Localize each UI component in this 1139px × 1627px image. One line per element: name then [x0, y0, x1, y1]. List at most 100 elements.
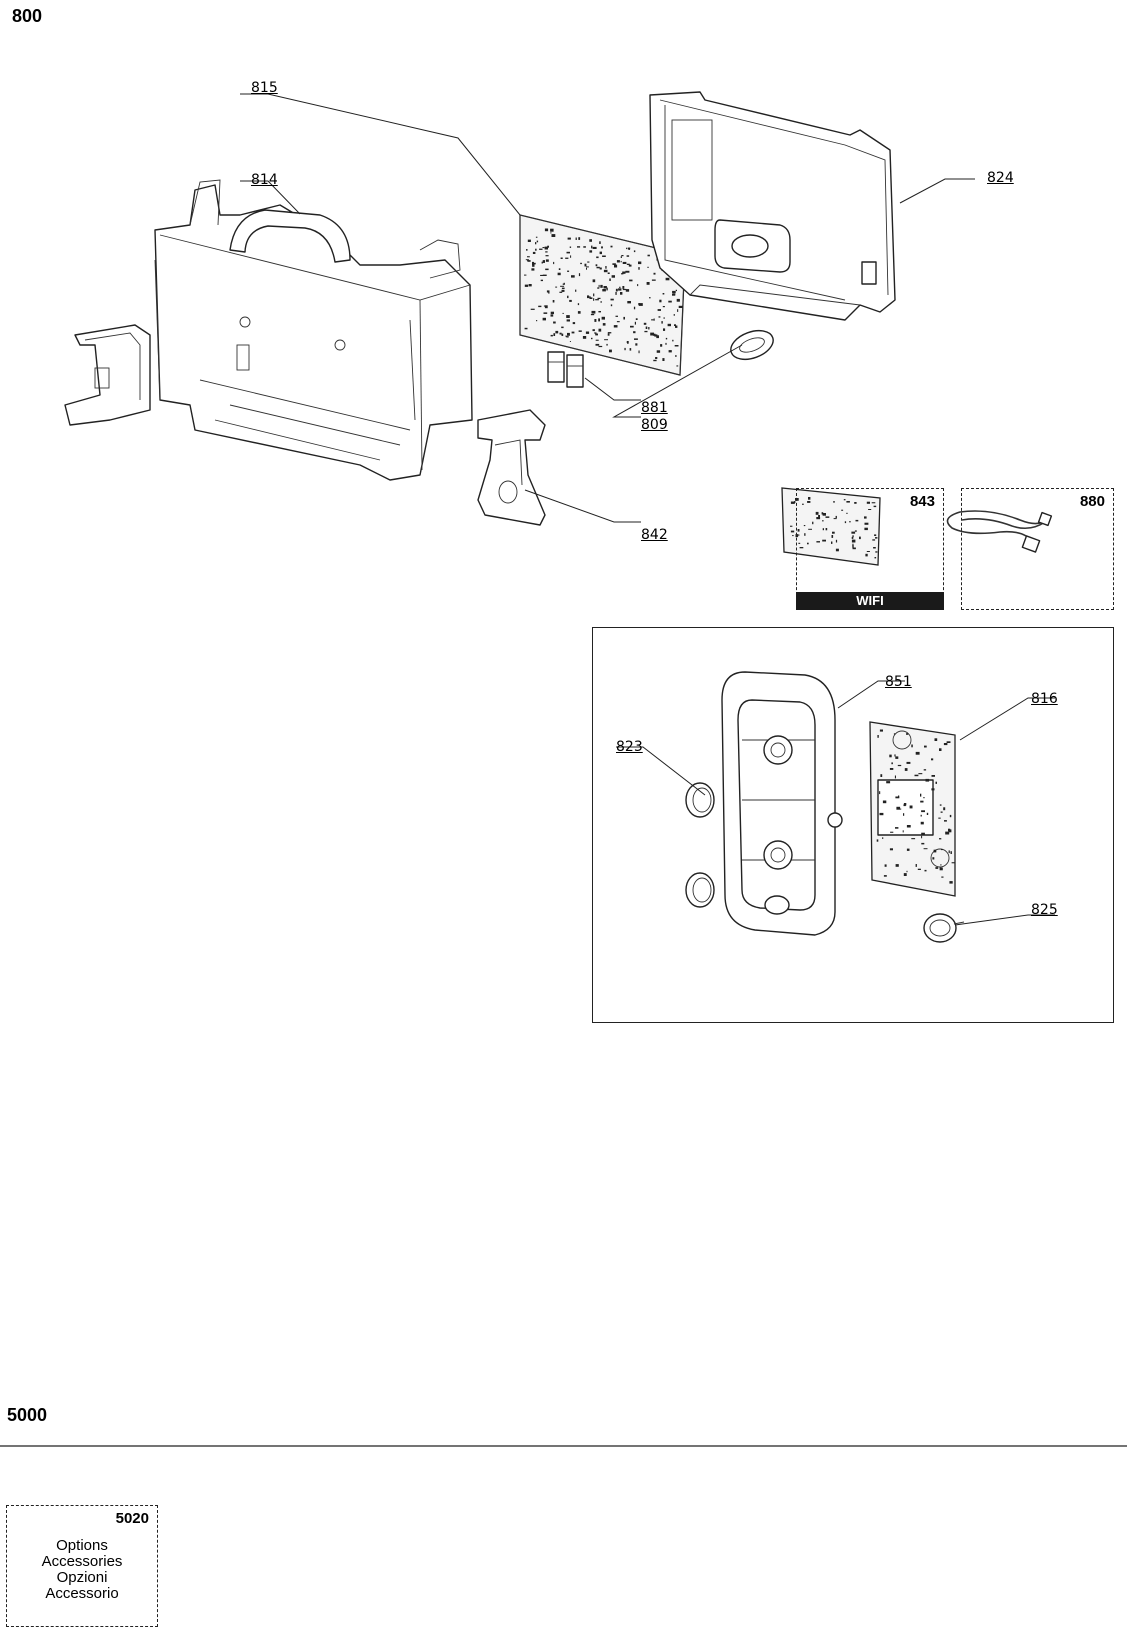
pcb-component	[802, 503, 804, 505]
pcb-component	[648, 327, 650, 330]
pcb-component	[613, 325, 618, 328]
pcb-component	[931, 788, 935, 791]
pcb-component	[566, 251, 570, 254]
callout-881: 881	[641, 400, 668, 416]
pcb-component	[903, 873, 907, 876]
pcb-component	[906, 870, 908, 873]
pcb-component	[591, 337, 593, 340]
pcb-component	[589, 296, 591, 298]
pcb-component	[565, 257, 569, 259]
pcb-component	[649, 297, 651, 299]
pcb-component	[601, 316, 605, 320]
pcb-component	[634, 321, 636, 325]
pcb-component	[619, 286, 621, 288]
pcb-component	[595, 333, 598, 336]
pcb-component	[663, 328, 666, 331]
pcb-component	[536, 240, 539, 243]
pcb-component	[587, 261, 590, 263]
pcb-component	[571, 275, 575, 278]
pcb-component	[920, 800, 924, 803]
pcb-component	[949, 814, 952, 818]
pcb-component	[854, 502, 857, 504]
pcb-component	[852, 535, 854, 538]
pcb-component	[575, 289, 577, 292]
pcb-component	[543, 312, 548, 314]
pcb-component	[903, 803, 907, 806]
pcb-component	[900, 808, 902, 810]
pcb-component	[550, 228, 554, 232]
pcb-component	[644, 330, 648, 333]
pcb-component	[590, 314, 595, 316]
pcb-component	[577, 246, 581, 248]
pcb-component	[637, 284, 639, 287]
pcb-component	[893, 733, 896, 735]
pcb-component	[531, 268, 535, 271]
pcb-component	[864, 522, 869, 525]
pcb-component	[592, 329, 595, 332]
pcb-component	[906, 825, 911, 828]
pcb-component	[921, 842, 925, 845]
pcb-component	[591, 245, 593, 249]
pcb-component	[540, 279, 543, 282]
pcb-component	[822, 539, 826, 542]
part-842-bracket	[477, 409, 546, 526]
pcb-component	[851, 539, 856, 543]
pcb-component	[601, 246, 603, 249]
pcb-component	[602, 255, 606, 257]
pcb-component	[662, 358, 665, 361]
pcb-component	[558, 268, 561, 270]
pcb-component	[560, 285, 565, 287]
pcb-component	[626, 263, 630, 265]
pcb-component	[935, 781, 937, 784]
pcb-component	[577, 311, 581, 314]
pcb-component	[844, 521, 847, 524]
pcb-component	[851, 531, 856, 534]
pcb-component	[879, 791, 881, 795]
pcb-component	[544, 246, 548, 250]
pcb-component	[555, 286, 558, 288]
pcb-component	[882, 800, 887, 804]
pcb-component	[553, 321, 556, 324]
pcb-component	[855, 519, 859, 522]
pcb-component	[606, 343, 608, 346]
pcb-component	[567, 332, 570, 336]
pcb-component	[835, 548, 839, 552]
pcb-component	[675, 325, 678, 328]
pcb-component	[578, 330, 582, 332]
pcb-component	[875, 551, 878, 553]
pcb-component	[545, 255, 549, 257]
callout-825: 825	[1031, 902, 1058, 918]
pcb-component	[567, 295, 569, 299]
pcb-component	[527, 259, 529, 262]
pcb-component	[933, 849, 937, 853]
part-824-cover	[649, 91, 896, 321]
pcb-component	[872, 539, 876, 541]
pcb-component	[609, 349, 612, 353]
pcb-component	[868, 509, 872, 510]
pcb-component	[825, 516, 830, 518]
pcb-component	[650, 332, 654, 336]
pcb-component	[651, 319, 654, 321]
pcb-component	[596, 266, 600, 269]
pcb-component	[524, 327, 528, 330]
pcb-component	[665, 337, 668, 340]
pcb-component	[895, 827, 899, 829]
pcb-component	[614, 264, 618, 268]
pcb-component	[598, 284, 600, 288]
pcb-component	[524, 284, 529, 287]
pcb-component	[865, 553, 868, 557]
part-823-buttons	[685, 782, 715, 908]
pcb-component	[577, 303, 580, 306]
pcb-component	[654, 334, 658, 337]
part-825-knob	[923, 913, 965, 943]
pcb-component	[676, 365, 679, 367]
pcb-component	[822, 520, 824, 522]
pcb-component	[660, 344, 663, 347]
pcb-component	[542, 317, 546, 321]
pcb-component	[678, 305, 683, 308]
pcb-component	[620, 256, 622, 258]
pcb-component	[948, 828, 951, 832]
pcb-component	[582, 336, 587, 339]
pcb-component	[563, 282, 565, 285]
pcb-component	[889, 768, 894, 770]
